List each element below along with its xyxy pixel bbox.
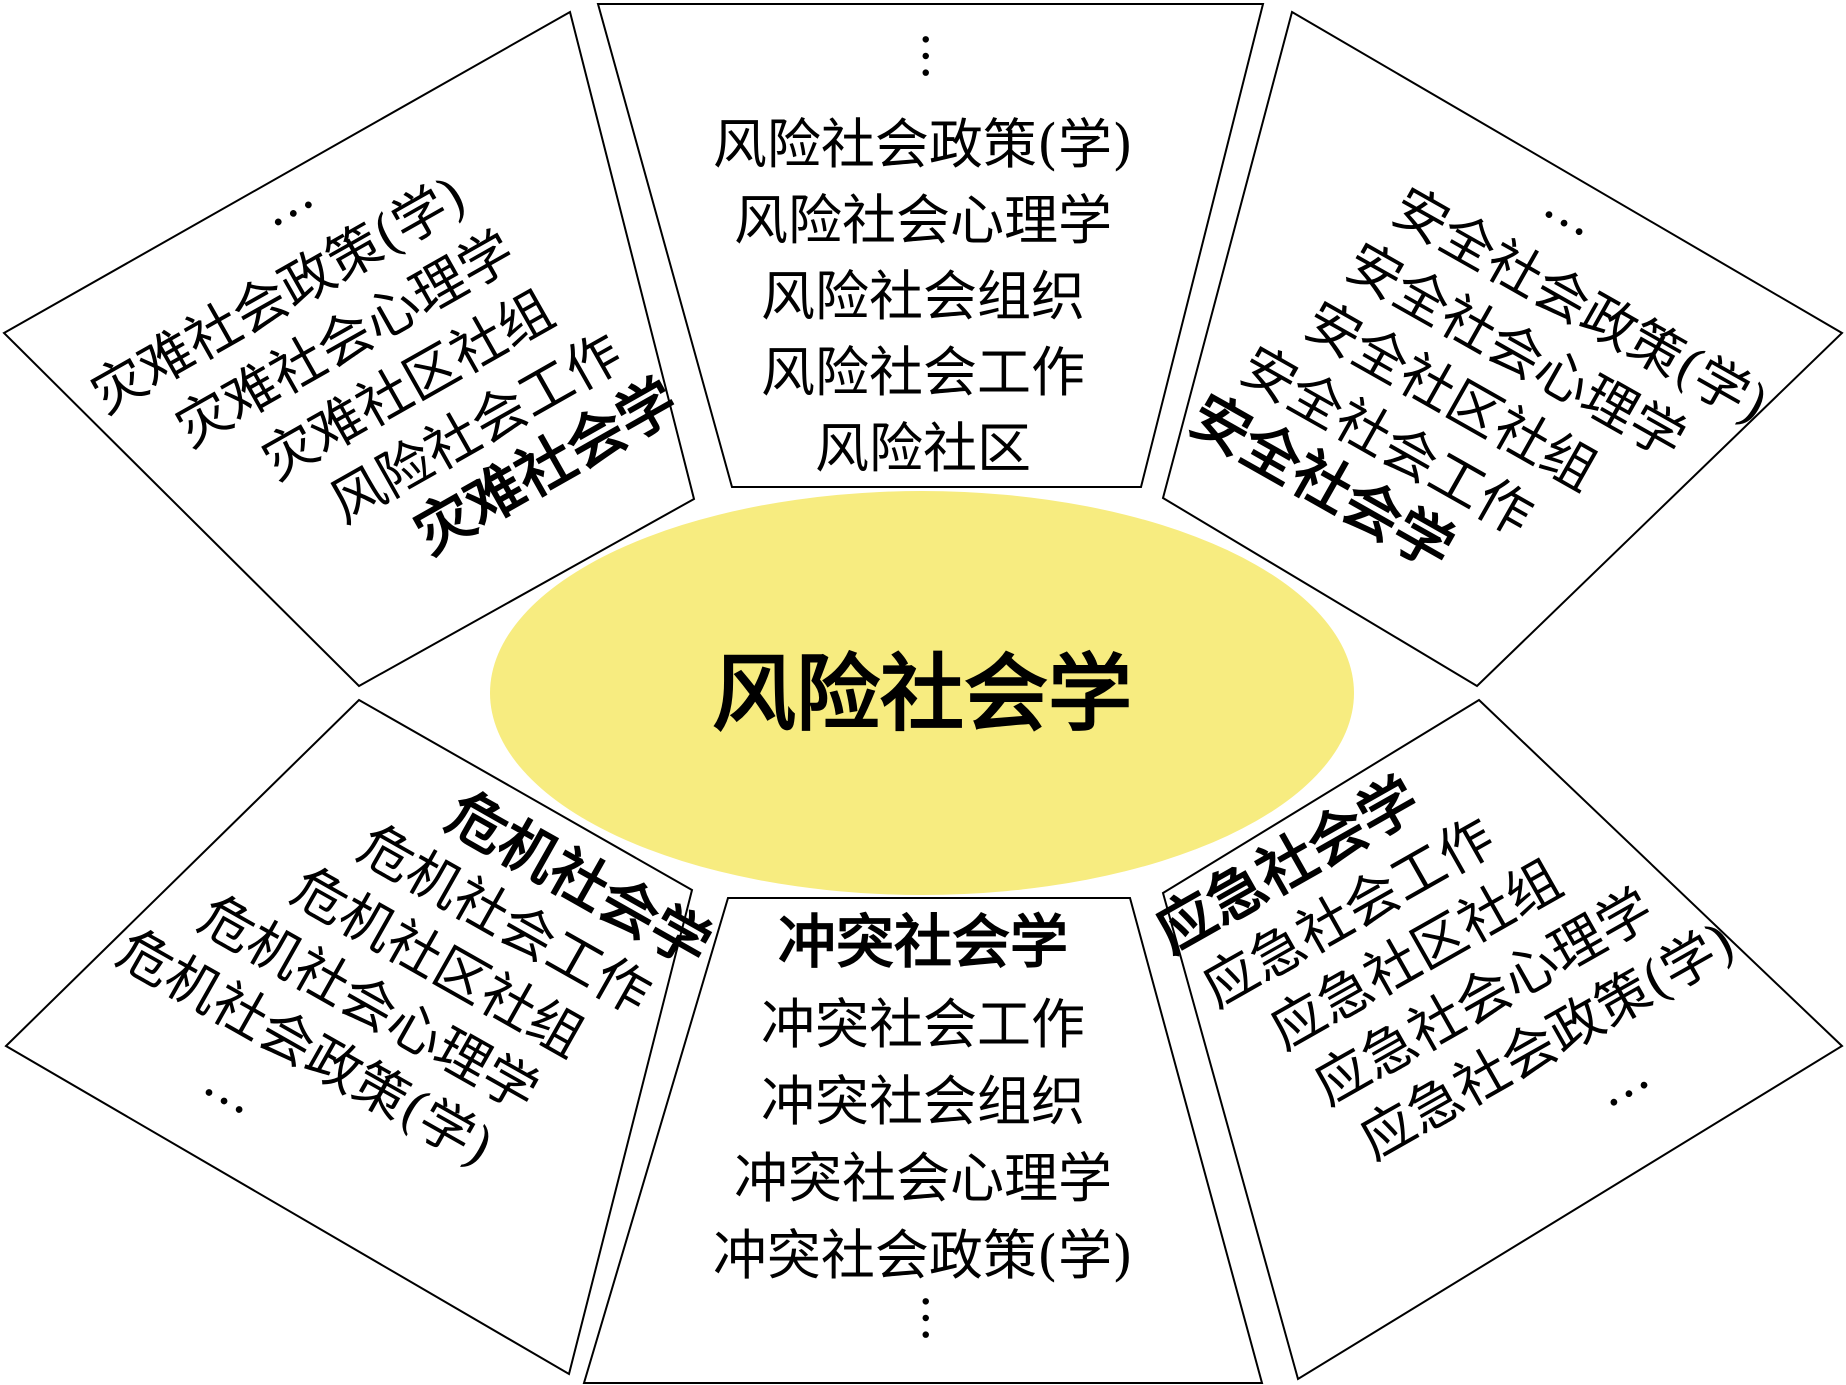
panel-top (596, 3, 1265, 488)
panel-bottom-left (4, 698, 694, 1376)
list-item: 风险社区 (815, 417, 1031, 480)
list-item: 冲突社会组织 (761, 1070, 1085, 1133)
list-item: 风险社会政策(学) (713, 113, 1133, 176)
list-item: 风险社会工作 (761, 341, 1085, 404)
list-item: 冲突社会工作 (761, 993, 1085, 1056)
panel-top-content: … 风险社会政策(学) 风险社会心理学 风险社会组织 风险社会工作 风险社区 (713, 31, 1133, 480)
list-item: 风险社会心理学 (734, 189, 1112, 252)
panel-title: 冲突社会学 (778, 908, 1068, 976)
center-hub (490, 491, 1354, 895)
list-item: 风险社会组织 (761, 265, 1085, 328)
panel-top-right (1161, 10, 1844, 688)
panel-bottom (582, 897, 1264, 1384)
panel-bottom-content: 冲突社会学 冲突社会工作 冲突社会组织 冲突社会心理学 冲突社会政策(学) … (713, 908, 1133, 1343)
list-item: 冲突社会心理学 (734, 1147, 1112, 1210)
ellipsis: … (911, 1293, 969, 1343)
center-title: 风险社会学 (712, 645, 1132, 743)
panel-bottom-right (1161, 698, 1844, 1381)
ellipsis: … (911, 31, 969, 81)
panel-top-left (2, 10, 696, 688)
list-item: 冲突社会政策(学) (713, 1224, 1133, 1287)
